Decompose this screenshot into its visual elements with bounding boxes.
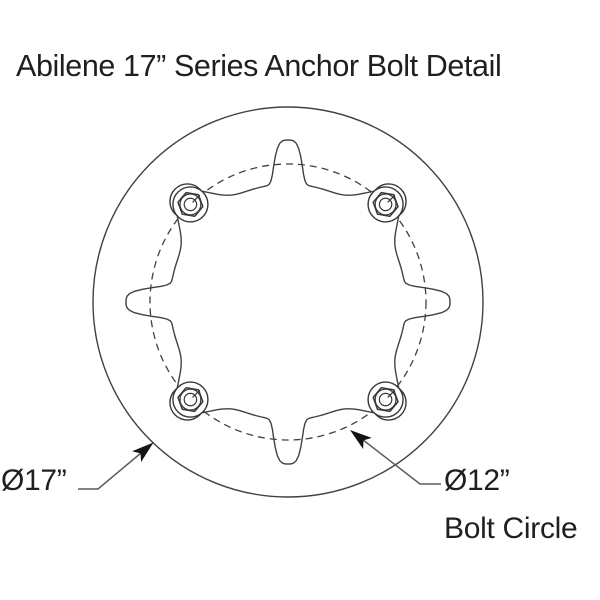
bolt-circle-diameter-label: Ø12” [444,464,510,497]
bolt-nut-chamfer-circle [374,193,397,216]
outer-diameter-leader-line [78,444,151,490]
page-title: Abilene 17” Series Anchor Bolt Detail [16,49,502,83]
bolt-nut-chamfer-circle [179,193,202,216]
bolt-circle-dashed [149,163,427,441]
bolt-nut-chamfer-circle [374,388,397,411]
flange-outer-circle [92,106,484,498]
bolt-circle-arrowhead [350,430,372,449]
outer-diameter-arrowhead [132,442,154,462]
outer-diameter-label: Ø17” [1,464,67,497]
flange-cutout-contour [125,139,451,465]
bolt-thread-tick [192,389,201,398]
bolt-thread-tick [192,194,201,203]
bolt-nut-chamfer-circle [179,388,202,411]
bolt-circle-sublabel: Bolt Circle [444,512,578,545]
bolt-thread-tick [387,194,396,203]
bolt-thread-tick [387,389,396,398]
bolt-circle-leader-line [355,433,441,485]
